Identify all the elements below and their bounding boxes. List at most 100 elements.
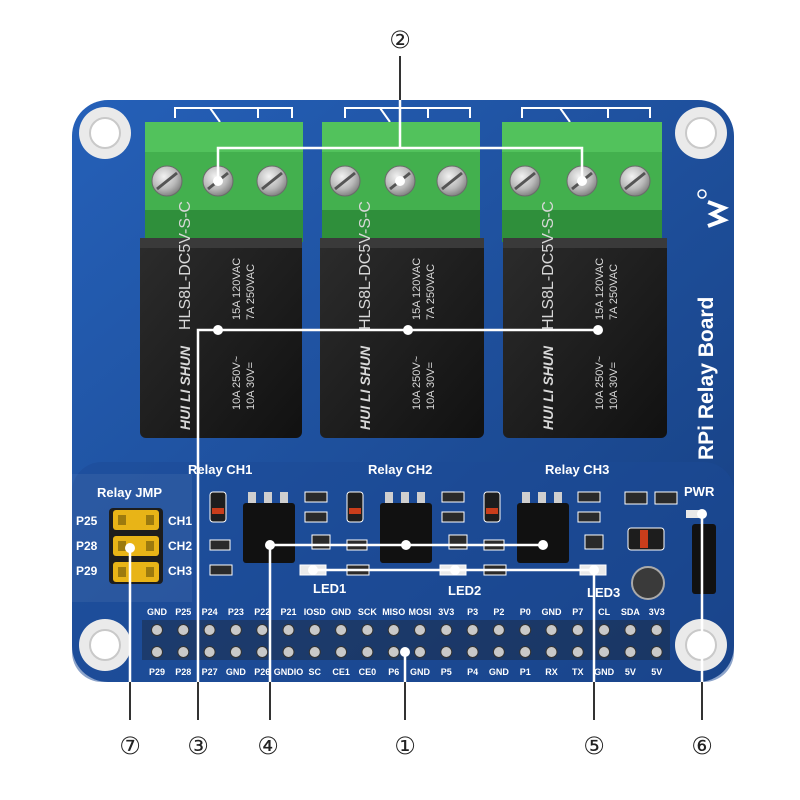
header-pin-label: P23: [228, 607, 244, 617]
header-pin: [624, 624, 637, 636]
relay-ch1: [140, 238, 302, 438]
jumper-channel-label: CH3: [168, 564, 192, 578]
jumper-title: Relay JMP: [97, 485, 162, 500]
relay-rating: 15A 120VAC: [411, 258, 423, 320]
header-pin: [414, 624, 426, 636]
header-pin-label: P27: [202, 667, 218, 677]
callout-tails: [129, 56, 703, 720]
callout-number: ⑦: [119, 732, 141, 760]
header-pin-label: P21: [280, 607, 296, 617]
header-pin-label: P25: [175, 607, 191, 617]
board-title: RPi Relay Board: [695, 297, 718, 460]
relay-rating: 10A 250V~: [231, 356, 243, 410]
header-pin-label: GND: [594, 667, 615, 677]
header-pin-label: GND: [542, 607, 563, 617]
header-pin: [282, 624, 295, 636]
header-pin-label: P4: [467, 667, 478, 677]
header-pin-label: CE0: [359, 667, 377, 677]
header-pin: [624, 646, 637, 658]
header-pin-label: CE1: [332, 667, 350, 677]
driver-components: [209, 491, 716, 600]
header-pin: [545, 646, 558, 658]
callout-dots: [125, 176, 707, 657]
header-pin: [177, 624, 190, 636]
relay-ch3-label: Relay CH3: [545, 462, 609, 477]
header-pin: [387, 624, 400, 636]
header-pin: [519, 646, 532, 658]
relay-rating: 10A 30V=: [245, 362, 257, 410]
relay-symbols: [174, 107, 651, 123]
header-pin-label: P6: [388, 667, 399, 677]
header-pin: [361, 646, 374, 658]
header-pin-label: TX: [572, 667, 584, 677]
header-pin-label: GND: [226, 667, 247, 677]
header-pin: [492, 646, 505, 658]
header-pin-label: P22: [254, 607, 270, 617]
header-pin: [361, 624, 374, 636]
relay-rating: 15A 120VAC: [594, 258, 606, 320]
header-pin: [177, 646, 190, 658]
callout-number: ①: [394, 732, 416, 760]
header-pin-label: RX: [545, 667, 558, 677]
header-pin-label: GNDIO: [274, 667, 304, 677]
header-pin: [256, 646, 269, 658]
header-pin: [335, 646, 348, 658]
relay-ch1-label: Relay CH1: [188, 462, 252, 477]
header-pin-label: GND: [410, 667, 431, 677]
header-pin: [466, 624, 479, 636]
relay-brand: HUI LI SHUN: [540, 345, 556, 430]
power-label: PWR: [684, 484, 715, 499]
header-pin-label: P26: [254, 667, 270, 677]
header-pin: [571, 624, 584, 636]
led2-label: LED2: [448, 583, 481, 598]
header-pin: [151, 646, 163, 658]
header-pin-label: P29: [149, 667, 165, 677]
header-pin: [650, 646, 663, 658]
header-pin: [545, 624, 558, 636]
relay-ch2: [320, 238, 484, 438]
mounting-hole-bottom-left: [79, 619, 131, 671]
header-pin: [308, 624, 321, 636]
mounting-hole-top-right: [675, 107, 727, 159]
header-pin-label: 5V: [651, 667, 662, 677]
header-pin-label: P0: [520, 607, 531, 617]
header-pin-label: GND: [331, 607, 352, 617]
header-pin: [203, 646, 216, 658]
relay-ch2-label: Relay CH2: [368, 462, 432, 477]
callout-number: ④: [257, 732, 279, 760]
relay-model: HLS8L-DC5V-S-C: [177, 201, 194, 330]
header-pin: [414, 646, 426, 658]
header-pin-label: P3: [467, 607, 478, 617]
led3-label: LED3: [587, 585, 620, 600]
gpio-header-pins: [151, 624, 663, 658]
header-pin-label: GND: [489, 667, 510, 677]
callout-number: ⑤: [583, 732, 605, 760]
relay-ch3: [503, 238, 667, 438]
jumper-pin-label: P25: [76, 514, 98, 528]
header-pin: [387, 646, 400, 658]
relay-rating: 7A 250VAC: [425, 264, 437, 320]
header-pin: [440, 624, 453, 636]
relay-model: HLS8L-DC5V-S-C: [540, 201, 557, 330]
waveshare-logo-icon: [697, 189, 729, 228]
header-pin-label: 3V3: [649, 607, 665, 617]
relay-rating: 10A 30V=: [425, 362, 437, 410]
relay-model: HLS8L-DC5V-S-C: [357, 201, 374, 330]
jumper-channel-label: CH1: [168, 514, 192, 528]
header-pin: [151, 624, 163, 636]
callout-number: ③: [187, 732, 209, 760]
header-pin: [335, 624, 348, 636]
relay-ch3-text: HUI LI SHUN HLS8L-DC5V-S-C 10A 250V~ 10A…: [540, 201, 620, 430]
relay-ch1-text: HUI LI SHUN HLS8L-DC5V-S-C 10A 250V~ 10A…: [177, 201, 257, 430]
jumper-pin-label: P28: [76, 539, 98, 553]
callout-number: ⑥: [691, 732, 713, 760]
relay-brand: HUI LI SHUN: [177, 345, 193, 430]
header-pin: [519, 624, 532, 636]
header-pin: [282, 646, 295, 658]
header-pin: [440, 646, 453, 658]
header-pin-label: P1: [520, 667, 531, 677]
